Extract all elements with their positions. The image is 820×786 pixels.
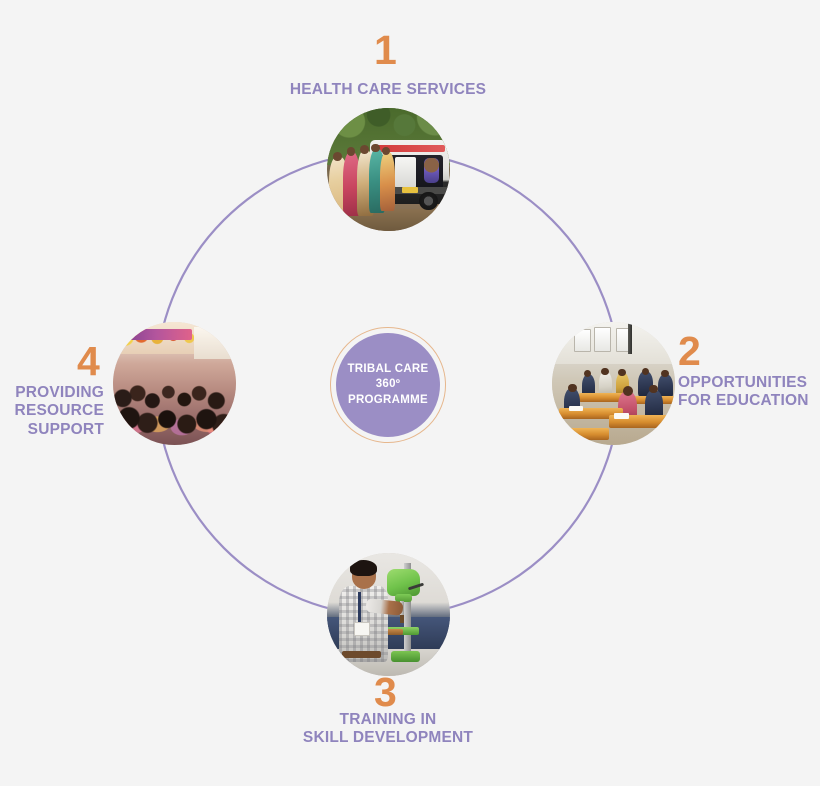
node-4-image-resource-support[interactable] <box>113 322 236 445</box>
medical-cabinet <box>394 157 416 188</box>
drill-press-head <box>387 568 421 597</box>
node-2-number: 2 <box>678 328 701 374</box>
person-head <box>371 143 380 153</box>
trainee-hair <box>350 560 378 577</box>
notebook <box>613 413 630 420</box>
van-stripe <box>376 144 446 153</box>
node-3-label: TRAINING IN SKILL DEVELOPMENT <box>302 711 474 747</box>
lanyard <box>357 592 362 625</box>
seated-person <box>424 158 439 184</box>
center-hub-inner: TRIBAL CARE 360º PROGRAMME <box>336 333 440 437</box>
student-head <box>623 385 634 396</box>
person-head <box>333 152 342 161</box>
drill-press-column <box>404 562 411 654</box>
belt <box>341 651 382 658</box>
drill-press-base <box>390 651 421 663</box>
student-head <box>583 369 592 378</box>
student-head <box>601 367 609 375</box>
window-icon <box>574 329 591 353</box>
person-figure <box>379 152 395 212</box>
student-head <box>618 368 626 377</box>
scene-classroom <box>552 322 675 445</box>
person-head <box>346 147 356 156</box>
window-icon <box>593 326 611 353</box>
drill-bit-icon <box>400 614 404 624</box>
pillar <box>628 322 632 354</box>
node-4-number: 4 <box>77 338 100 384</box>
person-head <box>382 147 391 156</box>
node-2-image-education[interactable] <box>552 322 675 445</box>
node-3-image-skill-training[interactable] <box>327 553 450 676</box>
node-1-number: 1 <box>374 27 397 73</box>
node-2-label: OPPORTUNITIES FOR EDUCATION <box>678 374 809 410</box>
desk <box>579 393 629 402</box>
person-figure <box>342 152 361 217</box>
student-figure <box>581 373 596 399</box>
person-head <box>360 144 369 154</box>
center-hub-label: TRIBAL CARE 360º PROGRAMME <box>347 362 429 406</box>
student-figure <box>598 371 613 398</box>
crowd-heads <box>113 322 236 445</box>
drill-press-table <box>387 626 420 636</box>
desk <box>552 427 609 441</box>
van-wheel <box>419 191 438 211</box>
scene-drill-press-training <box>327 553 450 676</box>
node-3-number: 3 <box>374 669 397 715</box>
student-figure <box>645 389 663 420</box>
center-hub[interactable]: TRIBAL CARE 360º PROGRAMME <box>330 327 446 443</box>
node-4-label: PROVIDING RESOURCE SUPPORT <box>14 384 104 438</box>
scene-community-gathering <box>113 322 236 445</box>
drill-press-arm <box>394 593 412 603</box>
classroom-wall <box>552 322 675 364</box>
scene-medical-van <box>327 108 450 231</box>
work-piece <box>376 629 404 636</box>
student-head <box>641 367 650 375</box>
notebook <box>569 405 583 411</box>
student-head <box>661 369 669 378</box>
node-1-image-health-care[interactable] <box>327 108 450 231</box>
student-figure <box>657 373 673 399</box>
student-head <box>567 383 577 393</box>
desk <box>559 408 624 420</box>
id-badge <box>354 621 370 637</box>
node-1-label: HEALTH CARE SERVICES <box>289 81 487 98</box>
license-plate <box>402 187 419 193</box>
student-head <box>649 384 658 394</box>
